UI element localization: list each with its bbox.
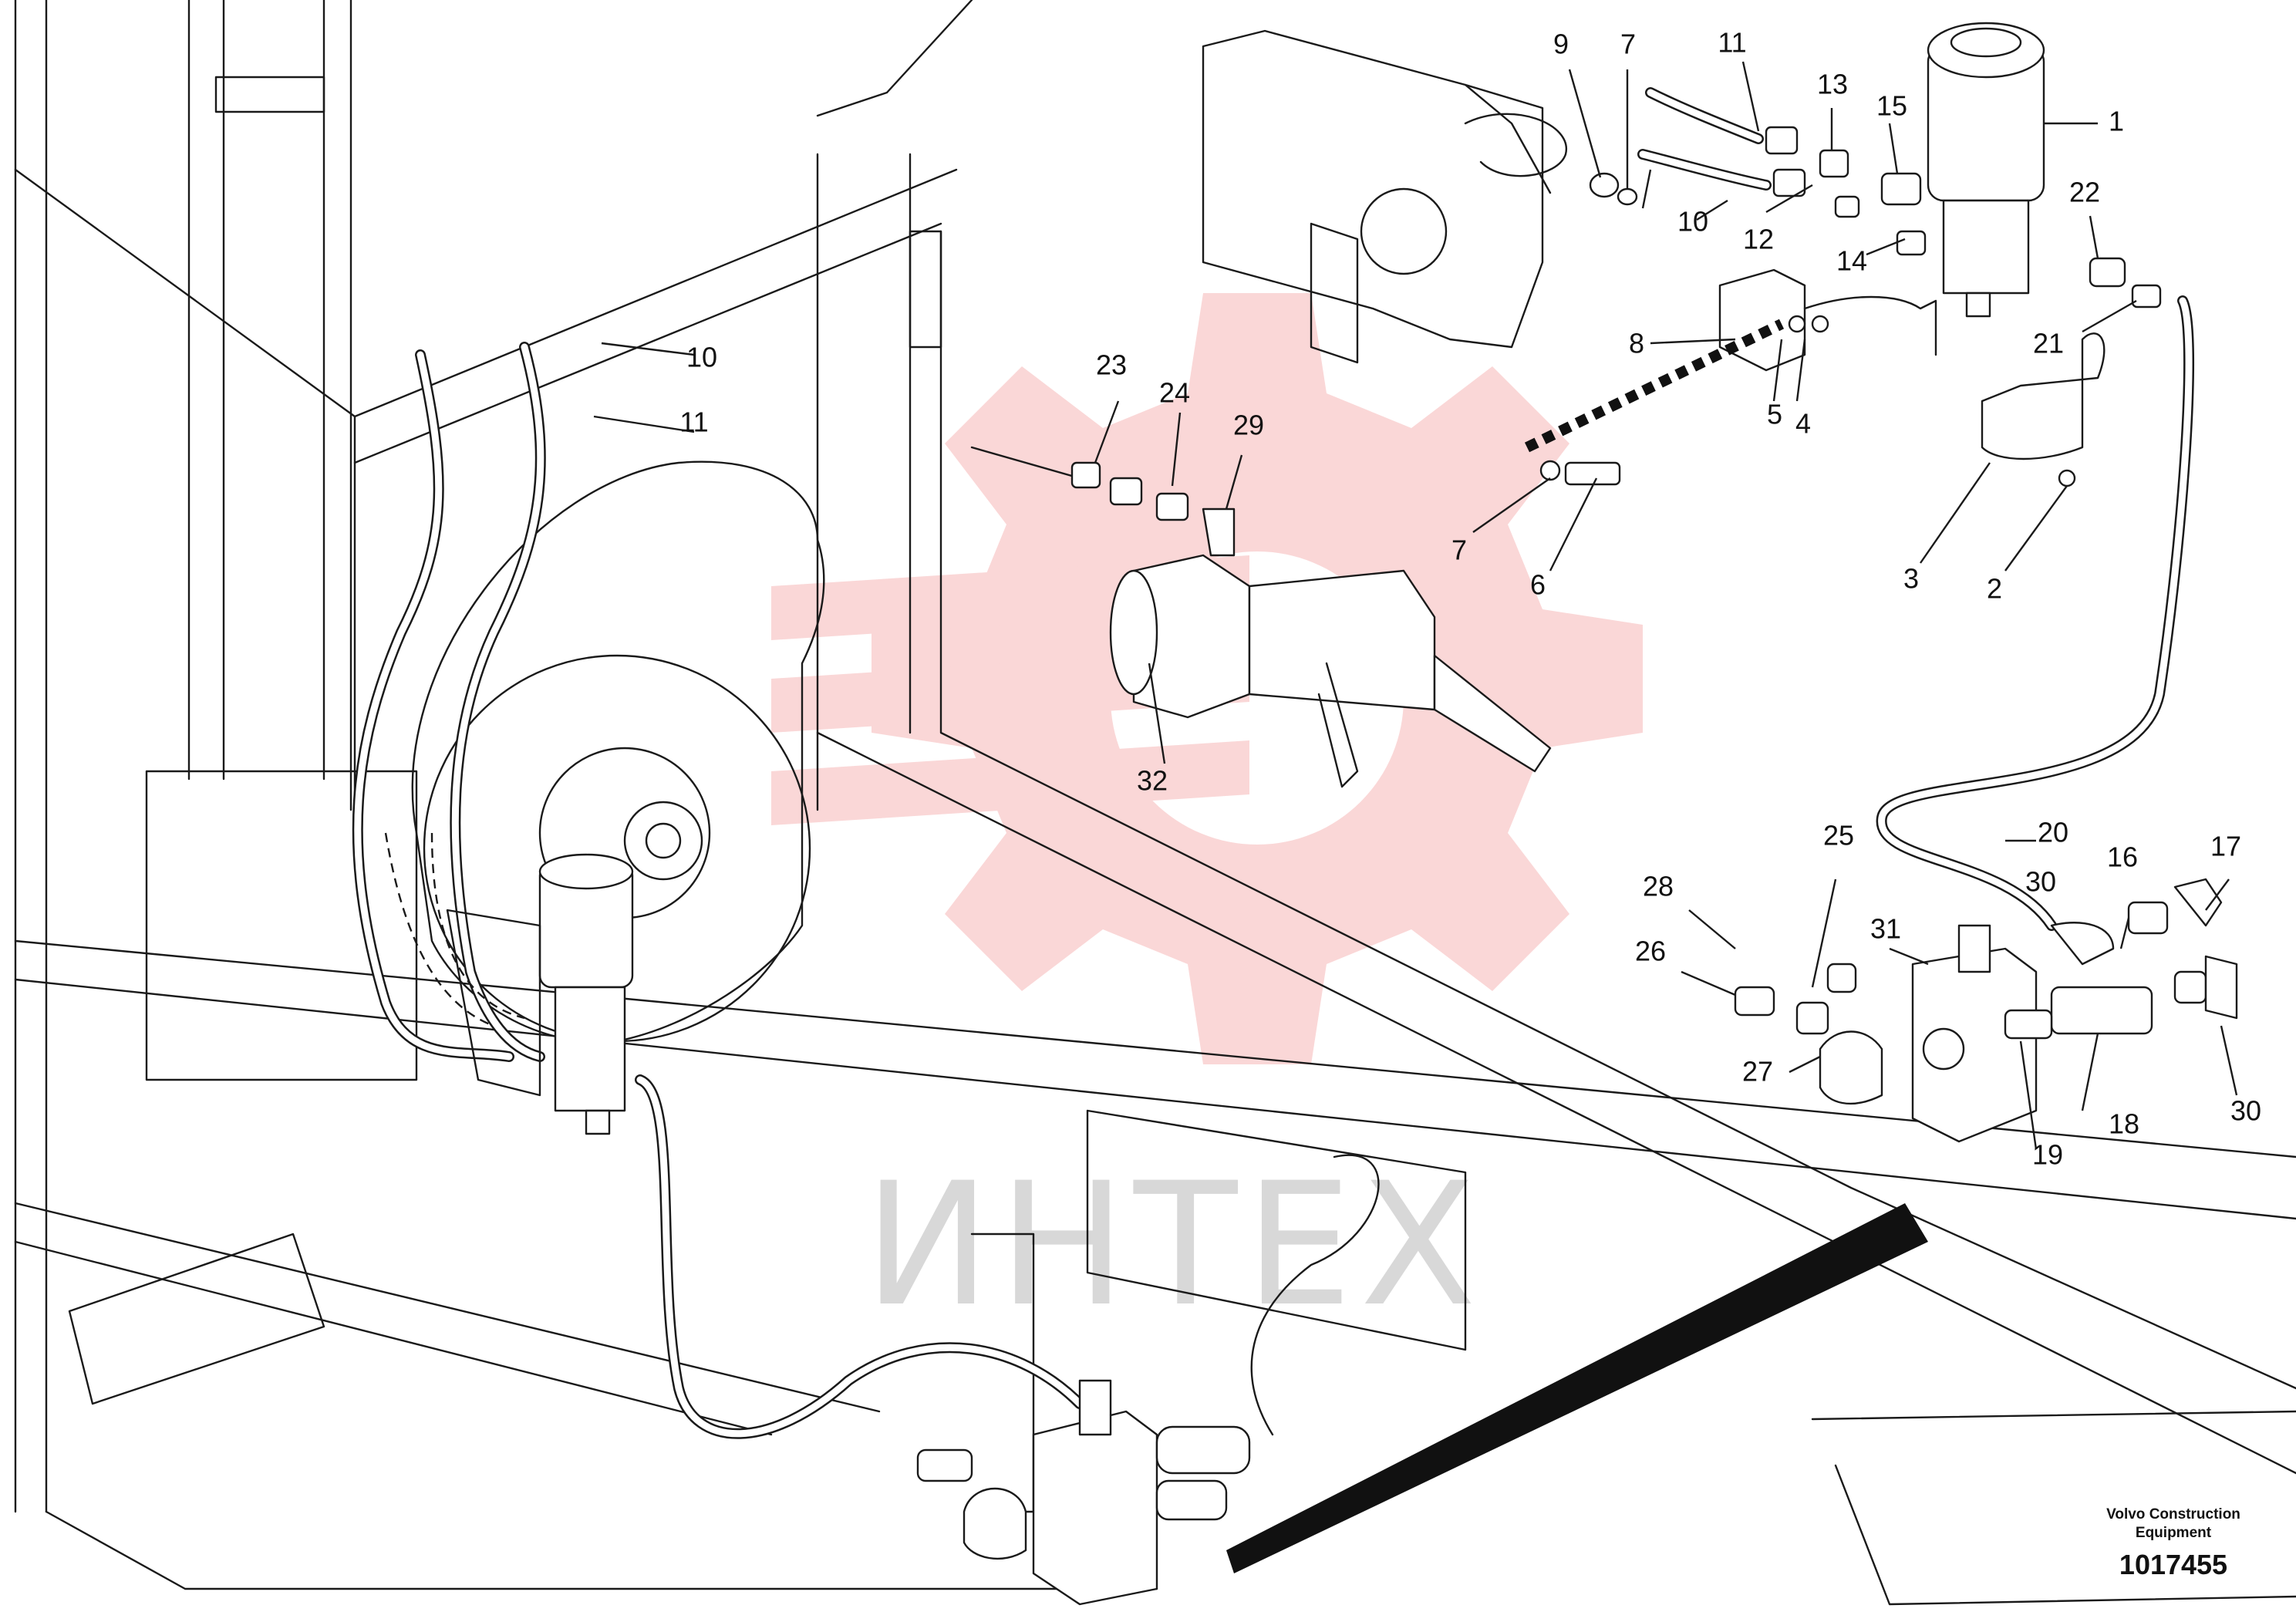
callout-32: 32 — [1137, 765, 1168, 797]
callout-21: 21 — [2033, 328, 2064, 359]
callout-19: 19 — [2032, 1139, 2063, 1171]
pump-1 — [1927, 22, 2045, 318]
brand-line-2: Equipment — [2136, 1525, 2212, 1541]
clamp-bracket — [1718, 268, 2106, 487]
callout-29: 29 — [1233, 410, 1264, 441]
callout-11-top: 11 — [1718, 27, 1746, 59]
long-hose — [635, 1074, 1085, 1439]
callout-6: 6 — [1530, 569, 1546, 601]
callout-24: 24 — [1159, 377, 1190, 409]
callout-26: 26 — [1635, 936, 1666, 967]
callout-30-upper: 30 — [2025, 866, 2056, 898]
top-hoses — [1637, 87, 1927, 256]
bottom-valve-block — [916, 1379, 1251, 1606]
callout-10-top: 10 — [1677, 206, 1708, 238]
callout-25: 25 — [1823, 820, 1854, 851]
callout-7-upper: 7 — [1620, 29, 1636, 60]
callout-13: 13 — [1817, 69, 1848, 100]
callout-3: 3 — [1903, 563, 1919, 595]
callouts: 1 2 3 4 5 6 7 7 8 9 10 10 11 11 12 13 14… — [679, 27, 2261, 1171]
assembly-path — [1524, 319, 1785, 453]
callout-18: 18 — [2109, 1108, 2139, 1140]
callout-8: 8 — [1629, 328, 1644, 359]
drawing-number: 1017455 — [2119, 1549, 2227, 1580]
callout-2: 2 — [1987, 573, 2002, 605]
callout-7-lower: 7 — [1451, 534, 1467, 566]
callout-1: 1 — [2109, 106, 2124, 137]
cylinder-32 — [1109, 554, 1552, 788]
watermark-text: ИНТЕХ — [864, 1146, 1484, 1344]
fittings-23-24-29 — [970, 446, 1236, 557]
nut-set — [1589, 172, 1638, 206]
left-hoses — [352, 342, 546, 1062]
watermark: ИНТЕХ — [771, 293, 1643, 1344]
callout-31: 31 — [1870, 913, 1901, 945]
left-pump-assembly — [446, 853, 634, 1135]
callout-28: 28 — [1643, 871, 1674, 902]
callout-23: 23 — [1096, 349, 1127, 381]
callout-12: 12 — [1743, 224, 1774, 255]
callout-4: 4 — [1795, 408, 1811, 440]
callout-9: 9 — [1553, 29, 1569, 60]
callout-10-left: 10 — [686, 342, 717, 373]
callout-14: 14 — [1836, 245, 1867, 277]
callout-15: 15 — [1876, 90, 1907, 122]
brand-line-1: Volvo Construction — [2106, 1506, 2240, 1523]
leader-lines — [593, 61, 2238, 1150]
callout-30-lower: 30 — [2230, 1095, 2261, 1127]
mounting-bracket — [1202, 29, 1568, 364]
right-hose-20 — [1876, 257, 2195, 931]
valve-31 — [1734, 878, 2238, 1143]
callout-20: 20 — [2038, 817, 2068, 848]
machine-frame — [14, 0, 2296, 1606]
callout-16: 16 — [2107, 841, 2138, 873]
callout-5: 5 — [1767, 399, 1782, 430]
title-block: Volvo Construction Equipment 1017455 — [2106, 1506, 2240, 1580]
callout-22: 22 — [2069, 177, 2100, 208]
callout-17: 17 — [2210, 831, 2241, 862]
callout-27: 27 — [1742, 1056, 1773, 1088]
bolt-set — [1539, 460, 1621, 486]
callout-11-left: 11 — [679, 406, 708, 438]
detail-pointer — [1226, 1203, 1928, 1573]
